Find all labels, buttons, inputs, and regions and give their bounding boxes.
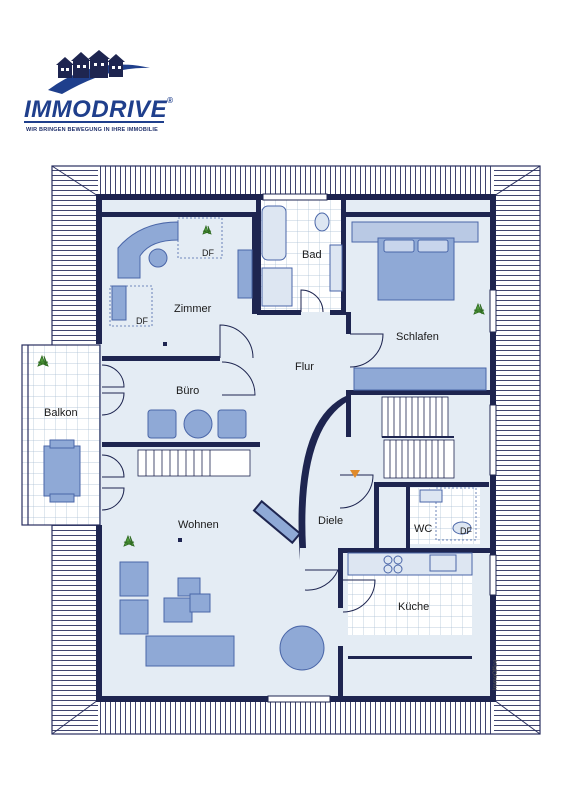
logo-tagline: WIR BRINGEN BEWEGUNG IN IHRE IMMOBILIE <box>26 127 158 133</box>
zimmer-cabinet <box>111 285 127 321</box>
logo-name-text: IMMODRIVE <box>24 96 168 123</box>
df-label-zimmer-top: DF <box>202 248 214 258</box>
room-label-buero: Büro <box>176 385 199 397</box>
bathtub-icon <box>261 205 287 261</box>
wohnen-fireplace <box>252 499 302 545</box>
df-label-wc: DF <box>460 526 472 536</box>
buero-furniture <box>147 409 247 439</box>
schlafen-wardrobe <box>353 367 487 391</box>
stair-steps <box>145 397 454 478</box>
logo-underline <box>24 121 164 123</box>
windows <box>262 193 497 703</box>
door-swings <box>101 289 384 613</box>
kueche-units <box>347 489 473 576</box>
logo-wordmark: IMMODRIVE® <box>24 96 174 124</box>
room-label-wohnen: Wohnen <box>178 519 219 531</box>
balkon-frame <box>21 344 101 526</box>
logo-houses-icon <box>48 50 150 94</box>
room-label-diele: Diele <box>318 515 343 527</box>
room-label-kueche: Küche <box>398 601 429 613</box>
zimmer-chair-icon <box>148 248 168 268</box>
diele-curved-wall <box>298 395 348 560</box>
bad-fixtures <box>261 205 343 307</box>
zimmer-furniture <box>111 221 253 321</box>
shower-icon <box>261 267 293 307</box>
room-label-zimmer: Zimmer <box>174 303 212 315</box>
dachfenster-outlines <box>109 217 477 541</box>
room-label-balkon: Balkon <box>44 407 78 419</box>
toilet-icon <box>314 212 330 232</box>
zimmer-marker <box>163 342 167 346</box>
df-label-zimmer-left: DF <box>136 316 148 326</box>
balkon-furniture <box>43 439 81 503</box>
bed-icon <box>351 221 479 301</box>
plant-icon <box>123 534 135 547</box>
logo: IMMODRIVE® WIR BRINGEN BEWEGUNG IN IHRE … <box>0 0 200 150</box>
wohnen-furniture <box>119 561 325 671</box>
wohnen-marker <box>178 538 182 542</box>
vendor-watermark: ImmoOffice <box>493 659 499 690</box>
plant-icons <box>37 224 485 547</box>
room-label-schlafen: Schlafen <box>396 331 439 343</box>
zimmer-shelf <box>237 249 253 299</box>
plant-icon <box>202 224 212 235</box>
room-label-bad: Bad <box>302 249 322 261</box>
plant-icon <box>473 302 485 315</box>
washbasin-icon <box>329 244 343 292</box>
logo-registered-mark: ® <box>167 96 174 105</box>
room-label-wc: WC <box>414 523 432 535</box>
plant-icon <box>37 354 49 367</box>
room-label-flur: Flur <box>295 361 314 373</box>
stair-arrow-icon <box>350 470 360 478</box>
dining-table-icon <box>279 625 325 671</box>
